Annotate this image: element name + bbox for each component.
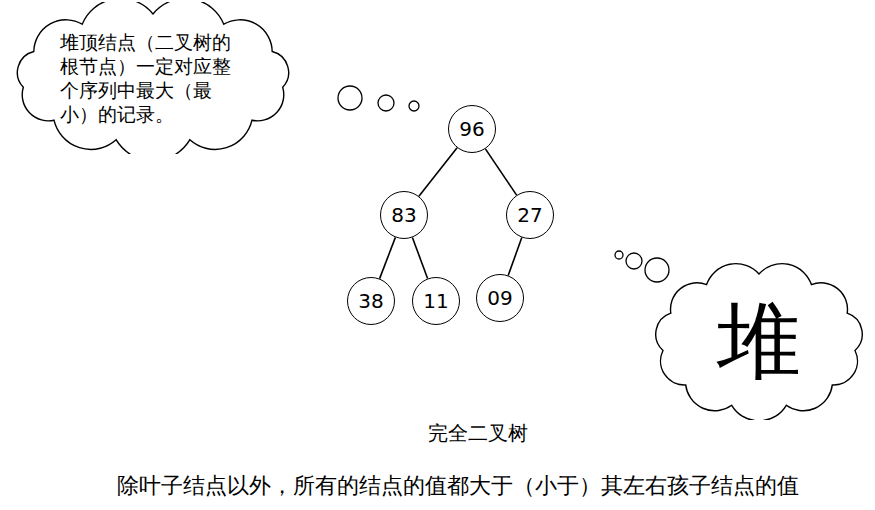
tree-edge (412, 238, 427, 279)
bubble (626, 253, 642, 269)
tree-edge (485, 149, 516, 195)
heap-node: 96 (448, 105, 496, 153)
tree-edge (380, 237, 396, 278)
heap-node: 11 (412, 277, 460, 325)
heap-node: 27 (506, 191, 554, 239)
cloud-shape (656, 264, 862, 420)
bubble (615, 251, 623, 259)
cloud-outline (8, 2, 298, 154)
bubble (338, 86, 362, 110)
thought-cloud: 堆顶结点（二叉树的根节点）一定对应整个序列中最大（最小）的记录。 (8, 2, 298, 154)
cloud-text: 堆 (717, 291, 801, 391)
node-value: 96 (459, 117, 484, 141)
tree-edge (419, 148, 457, 196)
thought-cloud: 堆 (648, 262, 870, 420)
heap-node: 09 (476, 274, 524, 322)
bubble (378, 95, 394, 111)
node-value: 09 (487, 286, 512, 310)
heap-node: 83 (380, 191, 428, 239)
cloud-text: 堆顶结点（二叉树的根节点）一定对应整个序列中最大（最小）的记录。 (60, 30, 246, 126)
figure-caption: 完全二叉树 (428, 420, 528, 447)
node-value: 11 (423, 289, 448, 313)
tree-edge (508, 238, 522, 276)
cloud-shape (17, 2, 288, 154)
definition-note: 除叶子结点以外，所有的结点的值都大于（小于）其左右孩子结点的值 (117, 471, 799, 501)
bubble (645, 258, 669, 282)
bubble (409, 101, 419, 111)
node-value: 27 (517, 203, 542, 227)
heap-node: 38 (347, 277, 395, 325)
node-value: 83 (391, 203, 416, 227)
node-value: 38 (358, 289, 383, 313)
